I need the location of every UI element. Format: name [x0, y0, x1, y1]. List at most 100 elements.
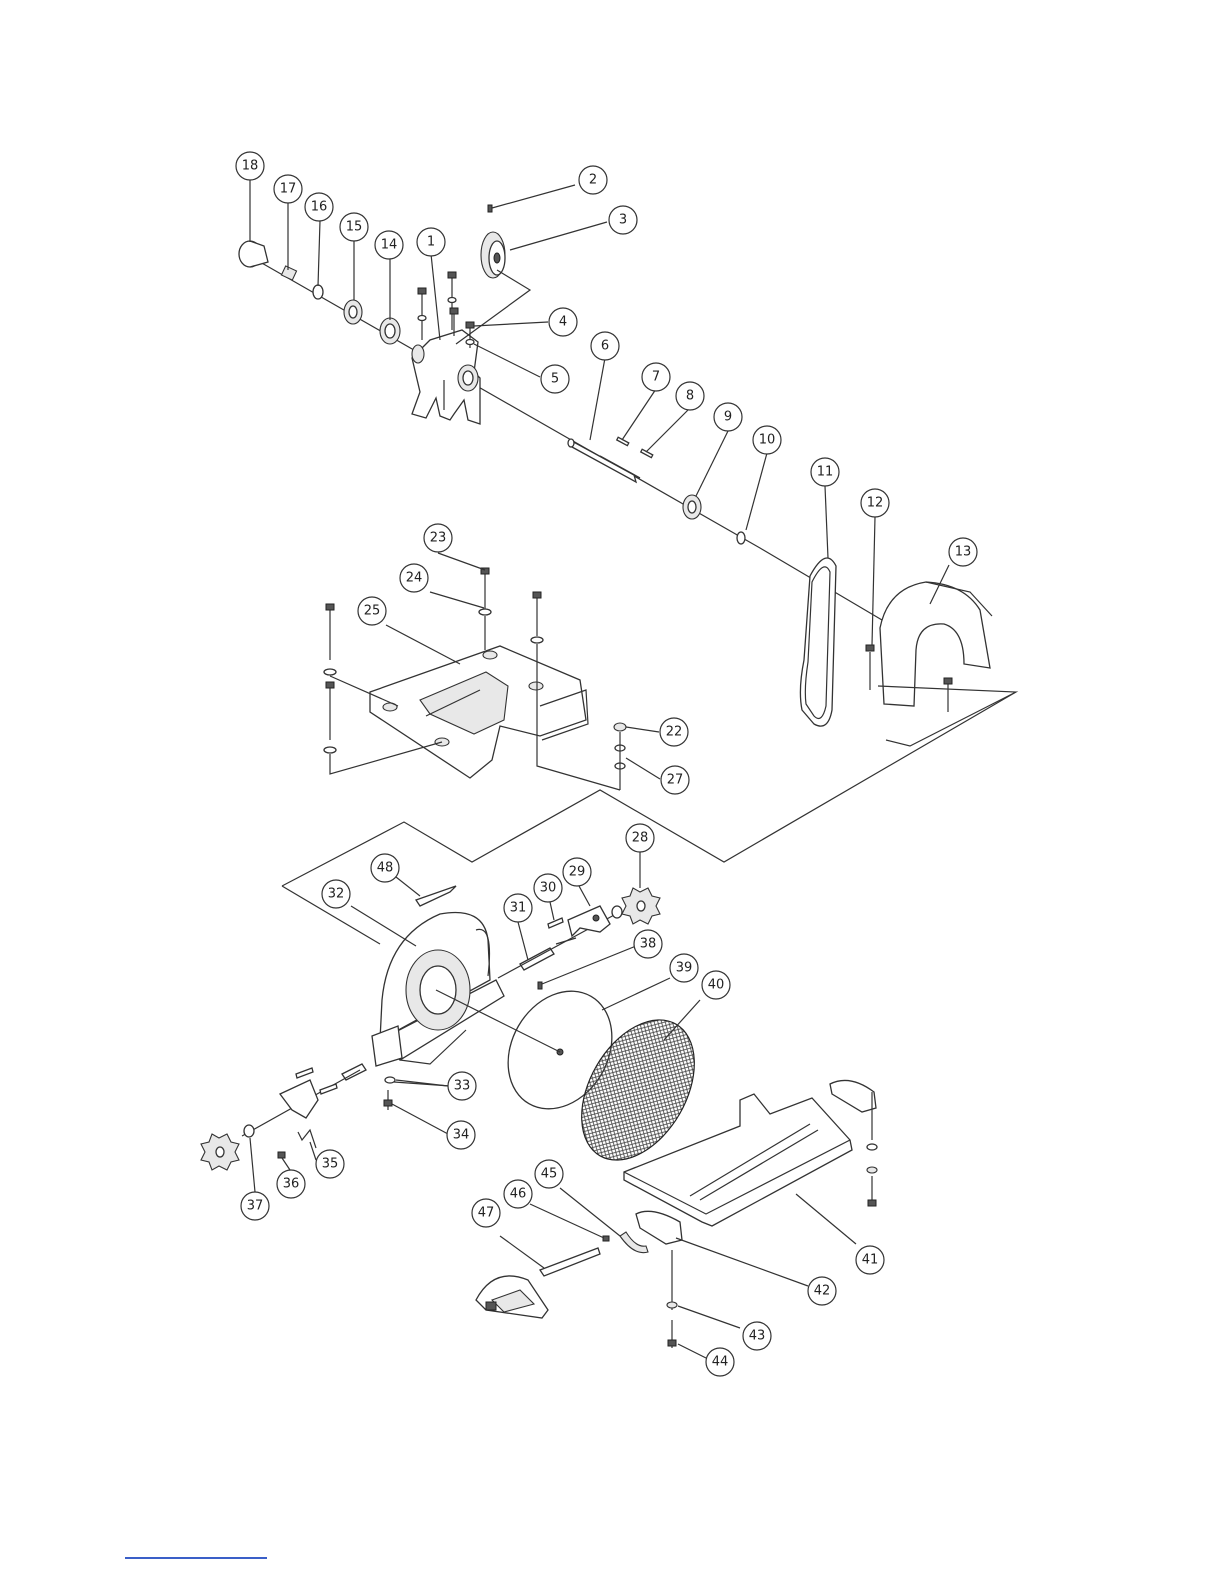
part-6-shaft: [568, 439, 640, 482]
callout-10: 10: [753, 426, 781, 454]
part-44-scale: [620, 1232, 648, 1253]
callout-label: 10: [759, 433, 776, 448]
part-36-screw: [278, 1152, 285, 1158]
callout-label: 27: [667, 773, 684, 788]
callout-37: 37: [241, 1192, 269, 1220]
callout-41: 41: [856, 1246, 884, 1274]
part-14-bearing: [380, 318, 400, 344]
callout-label: 24: [406, 571, 423, 586]
callout-11: 11: [811, 458, 839, 486]
part-35-clamp: [280, 1068, 337, 1148]
callout-label: 3: [619, 213, 627, 228]
callout-23: 23: [424, 524, 452, 552]
part-10-ring: [737, 532, 745, 544]
part-33-washer: [385, 1077, 395, 1083]
callout-22: 22: [660, 718, 688, 746]
callout-label: 41: [862, 1253, 879, 1268]
part-13-guard: [878, 582, 1016, 746]
callout-1: 1: [417, 228, 445, 256]
callout-label: 40: [708, 978, 725, 993]
callout-label: 42: [814, 1284, 831, 1299]
callout-8: 8: [676, 382, 704, 410]
callout-4: 4: [549, 308, 577, 336]
top-assembly: [239, 185, 1016, 746]
callout-32: 32: [322, 880, 350, 908]
callout-label: 1: [427, 235, 435, 250]
part-42-washer: [667, 1302, 677, 1308]
callout-34: 34: [447, 1121, 475, 1149]
callout-label: 22: [666, 725, 683, 740]
callout-label: 33: [454, 1079, 471, 1094]
callout-35: 35: [316, 1150, 344, 1178]
callout-label: 4: [559, 315, 567, 330]
part-17-nut: [281, 266, 296, 280]
lower-assembly: [201, 886, 877, 1358]
knob-lower-left: [201, 1134, 239, 1170]
callout-42: 42: [808, 1277, 836, 1305]
callout-label: 17: [280, 182, 297, 197]
callout-18: 18: [236, 152, 264, 180]
callout-label: 18: [242, 159, 259, 174]
callout-label: 38: [640, 937, 657, 952]
callout-45: 45: [535, 1160, 563, 1188]
callout-label: 6: [601, 339, 609, 354]
callout-7: 7: [642, 363, 670, 391]
part-45-screw: [603, 1236, 609, 1241]
callout-33: 33: [448, 1072, 476, 1100]
callout-label: 25: [364, 604, 381, 619]
callout-5: 5: [541, 365, 569, 393]
callout-25: 25: [358, 597, 386, 625]
callout-label: 23: [430, 531, 447, 546]
callout-12: 12: [861, 489, 889, 517]
callout-label: 2: [589, 173, 597, 188]
callout-label: 14: [381, 238, 398, 253]
callout-label: 15: [346, 220, 363, 235]
callout-label: 5: [551, 372, 559, 387]
callout-label: 36: [283, 1177, 300, 1192]
callout-3: 3: [609, 206, 637, 234]
callout-31: 31: [504, 894, 532, 922]
callout-40: 40: [702, 971, 730, 999]
part-9-bearing: [683, 495, 701, 519]
part-11-belt: [800, 558, 836, 726]
part-34-screw: [384, 1090, 392, 1110]
callout-label: 28: [632, 831, 649, 846]
callouts: 1234567891011121314151617182223242527282…: [236, 152, 977, 1376]
part-37-screw: [538, 982, 542, 989]
callout-label: 48: [377, 861, 394, 876]
callout-27: 27: [661, 766, 689, 794]
callout-30: 30: [534, 874, 562, 902]
callout-label: 11: [817, 465, 834, 480]
callout-24: 24: [400, 564, 428, 592]
part-29-clamp: [568, 906, 610, 936]
part-22-nut: [614, 723, 626, 731]
callout-17: 17: [274, 175, 302, 203]
callout-label: 47: [478, 1206, 495, 1221]
callout-6: 6: [591, 332, 619, 360]
part-41-trunnion: [636, 1211, 808, 1286]
callout-36: 36: [277, 1170, 305, 1198]
callout-label: 30: [540, 881, 557, 896]
part-18-cap: [239, 241, 268, 267]
callout-44: 44: [706, 1348, 734, 1376]
part-3-pulley: [481, 232, 505, 278]
part-30-pin: [548, 918, 563, 928]
callout-14: 14: [375, 231, 403, 259]
callout-47: 47: [472, 1199, 500, 1227]
callout-2: 2: [579, 166, 607, 194]
callout-43: 43: [743, 1322, 771, 1350]
callout-label: 37: [247, 1199, 264, 1214]
part-43-screw: [668, 1320, 676, 1348]
callout-38: 38: [634, 930, 662, 958]
callout-48: 48: [371, 854, 399, 882]
callout-9: 9: [714, 403, 742, 431]
callout-16: 16: [305, 193, 333, 221]
callout-46: 46: [504, 1180, 532, 1208]
callout-label: 46: [510, 1187, 527, 1202]
callout-label: 31: [510, 901, 527, 916]
footer-rule: [125, 1557, 267, 1559]
callout-29: 29: [563, 858, 591, 886]
part-46-miter-gauge: [476, 1236, 600, 1318]
callout-label: 34: [453, 1128, 470, 1143]
